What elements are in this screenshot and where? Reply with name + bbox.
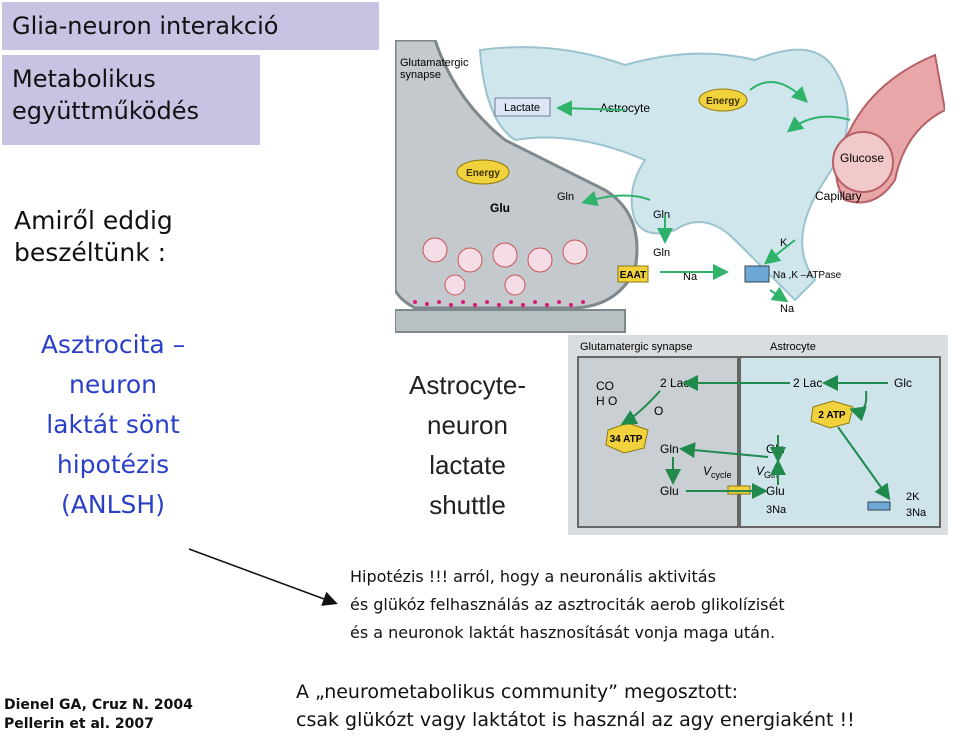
lac-label: 2 Lac [660, 376, 689, 390]
energy-astrocyte-label: Energy [706, 96, 740, 107]
anlsh-line: hipotézis [56, 450, 170, 479]
na-k-atpase-pump [744, 265, 770, 283]
glu-astro-label: Glu [766, 484, 785, 498]
atp2-badge-icon: 2 ATP [810, 400, 854, 429]
so-far-heading: Amiről eddig beszéltünk : [14, 206, 173, 267]
atp34-label: 34 ATP [610, 434, 643, 445]
synapse-label: synapse [400, 69, 441, 81]
gln-label: Gln [557, 191, 574, 203]
na-k-pump [867, 501, 891, 511]
synapse-label: Glutamatergic [400, 57, 469, 69]
k2-label: 2K [906, 491, 920, 503]
gln-astro-label: Gln [766, 442, 785, 456]
atpase-label: Na ,K –ATPase [773, 270, 842, 281]
astrocyte-label: Astrocyte [600, 101, 650, 115]
gln-label: Gln [653, 247, 670, 259]
shuttle-caption-line: Astrocyte- [408, 370, 527, 400]
lac-astro-label: 2 Lac [793, 376, 822, 390]
na-label: Na [683, 271, 698, 283]
vgln-label: V [756, 464, 765, 478]
eaat-transporter [617, 265, 649, 283]
shuttle-caption-line: neuron [427, 410, 508, 440]
glucose-label: Glucose [840, 151, 884, 165]
vcycle-subscript: cycle [711, 470, 732, 480]
co2-label: CO [596, 379, 614, 393]
hypothesis-line: és a neuronok laktát hasznosítását vonja… [350, 623, 776, 642]
glutamate-dots [413, 300, 585, 307]
anlsh-line: Asztrocita – [40, 330, 186, 359]
anlsh-line: (ANLSH) [61, 490, 165, 519]
anlsh-line: laktát sönt [46, 410, 180, 439]
eaat-label: EAAT [620, 270, 646, 281]
reference-dienel: Dienel GA, Cruz N. 2004 [4, 697, 193, 713]
glc-label: Glc [894, 376, 912, 390]
glu-label: Glu [490, 201, 510, 215]
capillary-label: Capillary [815, 189, 862, 203]
lactate-box: Lactate [494, 97, 551, 117]
gln-neuron-label: Gln [660, 442, 679, 456]
hypothesis-line: és glükóz felhasználás az asztrociták ae… [350, 595, 785, 614]
atp2-label: 2 ATP [818, 410, 846, 421]
postsynaptic-membrane [395, 309, 626, 333]
shuttle-caption-line: lactate [429, 450, 506, 480]
capillary-shape [832, 53, 945, 204]
schematic-arrows [620, 375, 891, 501]
synapse-astrocyte-illustration: Energy Energy Lactate EAAT Glutamatergic… [395, 40, 945, 333]
anlsh-line: neuron [69, 370, 157, 399]
pointer-arrow [188, 548, 338, 606]
k-label: K [780, 237, 788, 249]
anlsh-hypothesis-title: Asztrocita – neuron laktát sönt hipotézi… [8, 325, 218, 525]
synaptic-vesicles [422, 237, 588, 296]
slide-subtitle: Metabolikus együttműködés [2, 55, 260, 145]
na3b-label: 3Na [906, 507, 927, 519]
na3-label: 3Na [766, 504, 787, 516]
schematic-synapse-label: Glutamatergic synapse [580, 341, 693, 353]
gln-label: Gln [653, 209, 670, 221]
shuttle-caption-line: shuttle [429, 490, 506, 520]
hypothesis-line: Hipotézis !!! arról, hogy a neuronális a… [350, 567, 716, 586]
energy-badge-astrocyte-icon: Energy [698, 88, 748, 112]
vcycle-label: V [703, 464, 712, 478]
h2o-label: H O [596, 394, 617, 408]
slide-title: Glia-neuron interakció [2, 2, 379, 50]
schematic-astrocyte-label: Astrocyte [770, 341, 816, 353]
na-label: Na [780, 303, 795, 315]
astrocyte-compartment [739, 356, 941, 528]
shuttle-caption: Astrocyte- neuron lactate shuttle [375, 365, 560, 525]
lactate-label: Lactate [504, 102, 540, 114]
reference-pellerin: Pellerin et al. 2007 [4, 716, 154, 732]
energy-badge-neuron-icon: Energy [456, 159, 510, 185]
neuron-compartment [577, 356, 739, 528]
lactate-shuttle-schematic: Glutamatergic synapse Astrocyte CO H O 2… [568, 335, 948, 535]
flow-arrows [556, 81, 851, 303]
energy-neuron-label: Energy [466, 168, 500, 179]
vgln-subscript: Gln [764, 470, 778, 480]
quote-line: A „neurometabolikus community” megosztot… [296, 681, 739, 703]
hypothesis-paragraph: Hipotézis !!! arról, hogy a neuronális a… [350, 563, 785, 647]
glu-neuron-label: Glu [660, 484, 679, 498]
o2-label: O [654, 404, 663, 418]
community-quote: A „neurometabolikus community” megosztot… [296, 678, 855, 734]
quote-line: csak glükózt vagy laktátot is használ az… [296, 709, 855, 731]
